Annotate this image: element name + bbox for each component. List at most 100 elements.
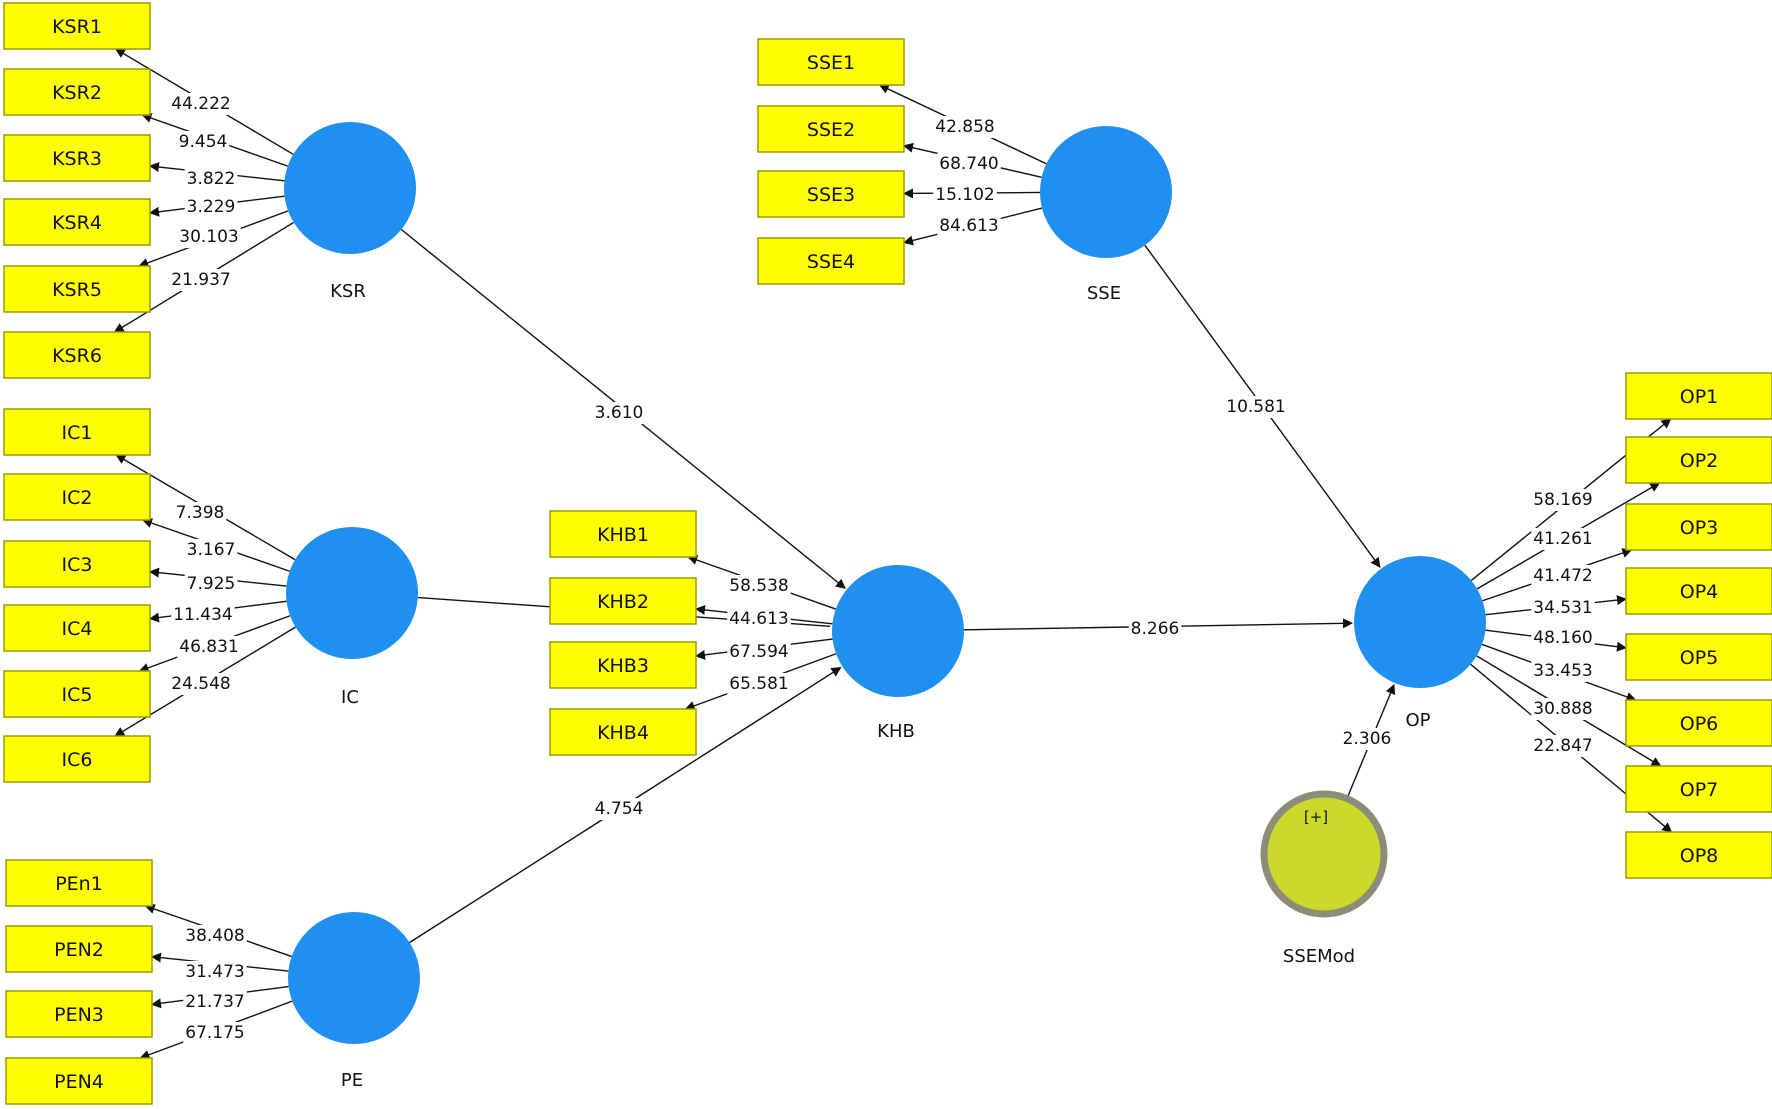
indicator-box[interactable] [5, 990, 153, 1038]
loading-weight-pen3-bg [183, 991, 247, 1013]
indicator-box[interactable] [3, 134, 151, 182]
construct-ssemod[interactable]: [+]SSEMod [1260, 790, 1388, 967]
indicator-box[interactable] [3, 265, 151, 313]
construct-circle[interactable] [286, 527, 418, 659]
indicator-op8[interactable]: OP8 [1625, 831, 1772, 879]
indicator-box[interactable] [549, 510, 697, 558]
path-weight-khb-op: 8.266 [1131, 619, 1180, 639]
construct-circle[interactable] [288, 912, 420, 1044]
indicator-op6[interactable]: OP6 [1625, 699, 1772, 747]
indicator-khb1[interactable]: KHB1 [549, 510, 697, 558]
loading-weight-sse1: 42.858 [935, 117, 994, 137]
loading-weight-op4: 34.531 [1533, 598, 1592, 618]
indicator-box[interactable] [1625, 765, 1772, 813]
indicator-box[interactable] [549, 577, 697, 625]
indicator-box[interactable] [3, 408, 151, 456]
indicator-box[interactable] [1625, 567, 1772, 615]
indicator-sse2[interactable]: SSE2 [757, 105, 905, 153]
indicator-op4[interactable]: OP4 [1625, 567, 1772, 615]
indicator-ksr5[interactable]: KSR5 [3, 265, 151, 313]
construct-circle[interactable] [1354, 556, 1486, 688]
indicator-ic1[interactable]: IC1 [3, 408, 151, 456]
loading-weight-op5: 48.160 [1533, 628, 1592, 648]
path-weight-sse-op: 10.581 [1226, 397, 1285, 417]
loading-weight-op3-bg [1531, 565, 1595, 587]
indicator-sse1[interactable]: SSE1 [757, 38, 905, 86]
construct-khb[interactable]: KHB [832, 565, 964, 742]
indicator-ksr2[interactable]: KSR2 [3, 68, 151, 116]
expand-tag[interactable]: [+] [1304, 808, 1328, 826]
construct-label: SSE [1087, 283, 1121, 304]
indicator-op1[interactable]: OP1 [1625, 372, 1772, 420]
indicator-box[interactable] [1625, 699, 1772, 747]
construct-circle[interactable] [1040, 126, 1172, 258]
moderator-circle[interactable] [1260, 790, 1388, 918]
indicator-box[interactable] [1625, 633, 1772, 681]
loading-weight-op4-bg [1531, 597, 1595, 619]
indicator-box[interactable] [1625, 503, 1772, 551]
indicator-box[interactable] [5, 859, 153, 907]
indicator-ic2[interactable]: IC2 [3, 473, 151, 521]
indicator-box[interactable] [5, 925, 153, 973]
indicator-box[interactable] [3, 331, 151, 379]
indicator-box[interactable] [5, 1057, 153, 1105]
indicator-ksr3[interactable]: KSR3 [3, 134, 151, 182]
construct-sse[interactable]: SSE [1040, 126, 1172, 304]
indicator-box[interactable] [757, 170, 905, 218]
indicator-ic4[interactable]: IC4 [3, 604, 151, 652]
indicator-pen2[interactable]: PEN2 [5, 925, 153, 973]
indicator-pen1[interactable]: PEn1 [5, 859, 153, 907]
indicator-box[interactable] [3, 68, 151, 116]
indicator-op5[interactable]: OP5 [1625, 633, 1772, 681]
indicator-ic6[interactable]: IC6 [3, 735, 151, 783]
indicator-box[interactable] [3, 540, 151, 588]
indicator-label: KSR3 [52, 148, 102, 170]
indicator-ksr1[interactable]: KSR1 [3, 2, 151, 50]
indicator-box[interactable] [1625, 436, 1772, 484]
indicator-pen3[interactable]: PEN3 [5, 990, 153, 1038]
indicator-box[interactable] [549, 708, 697, 756]
indicator-khb2[interactable]: KHB2 [549, 577, 697, 625]
indicator-sse3[interactable]: SSE3 [757, 170, 905, 218]
loading-weight-khb2-bg [727, 608, 791, 630]
indicator-box[interactable] [1625, 372, 1772, 420]
indicator-box[interactable] [549, 641, 697, 689]
construct-circle[interactable] [832, 565, 964, 697]
indicator-op7[interactable]: OP7 [1625, 765, 1772, 813]
indicator-label: IC2 [62, 487, 93, 509]
loading-weight-op1: 58.169 [1533, 490, 1592, 510]
indicator-box[interactable] [1625, 831, 1772, 879]
indicator-box[interactable] [757, 237, 905, 285]
indicator-box[interactable] [3, 198, 151, 246]
construct-circle[interactable] [284, 122, 416, 254]
indicator-op3[interactable]: OP3 [1625, 503, 1772, 551]
indicator-ksr6[interactable]: KSR6 [3, 331, 151, 379]
construct-ksr[interactable]: KSR [284, 122, 416, 302]
indicator-box[interactable] [3, 735, 151, 783]
loading-weight-op7-bg [1531, 698, 1595, 720]
construct-op[interactable]: OP [1354, 556, 1486, 731]
indicator-box[interactable] [3, 604, 151, 652]
loading-weight-op2: 41.261 [1533, 529, 1592, 549]
indicator-sse4[interactable]: SSE4 [757, 237, 905, 285]
loading-weight-op2-bg [1531, 528, 1595, 550]
indicator-pen4[interactable]: PEN4 [5, 1057, 153, 1105]
construct-ic[interactable]: IC [286, 527, 418, 708]
loading-weight-khb1-bg [727, 575, 791, 597]
loading-weight-sse3-bg [933, 184, 997, 206]
loading-weight-ic6: 24.548 [171, 674, 230, 694]
indicator-box[interactable] [3, 473, 151, 521]
indicator-box[interactable] [757, 105, 905, 153]
indicator-khb4[interactable]: KHB4 [549, 708, 697, 756]
indicator-box[interactable] [757, 38, 905, 86]
indicator-op2[interactable]: OP2 [1625, 436, 1772, 484]
construct-pe[interactable]: PE [288, 912, 420, 1091]
indicator-ic5[interactable]: IC5 [3, 670, 151, 718]
indicator-box[interactable] [3, 2, 151, 50]
loading-weight-ksr1-bg [169, 93, 233, 115]
indicator-khb3[interactable]: KHB3 [549, 641, 697, 689]
indicator-ksr4[interactable]: KSR4 [3, 198, 151, 246]
indicator-box[interactable] [3, 670, 151, 718]
indicator-ic3[interactable]: IC3 [3, 540, 151, 588]
